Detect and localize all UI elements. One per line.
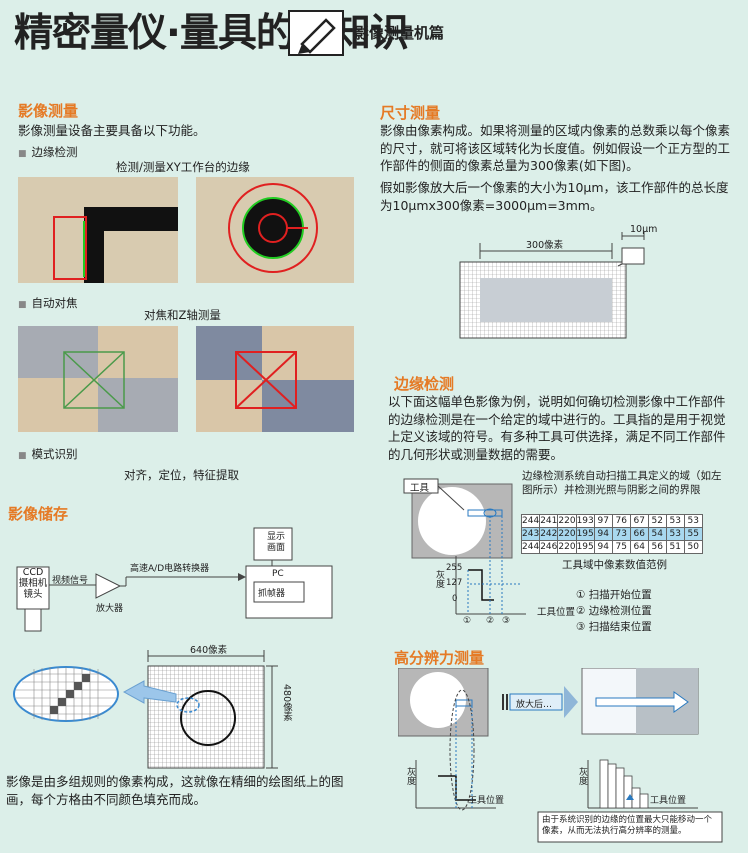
ccd-camera-label: CCD 摄相机 镜头 bbox=[18, 567, 48, 600]
table-cell: 64 bbox=[629, 540, 649, 554]
table-cell: 241 bbox=[539, 514, 559, 528]
scan-description: 边缘检测系统自动扫描工具定义的域（如左图所示）并检测光照与阴影之间的界限 bbox=[522, 470, 722, 496]
step-3: ③ 扫描结束位置 bbox=[576, 621, 652, 633]
focus-image-2 bbox=[196, 326, 354, 432]
autofocus-caption: 对焦和Z轴测量 bbox=[144, 308, 221, 322]
step-1: ① 扫描开始位置 bbox=[576, 589, 652, 601]
table-cell: 244 bbox=[520, 540, 541, 554]
table-cell: 55 bbox=[683, 527, 703, 541]
height-pixel-label: 480像素 bbox=[281, 684, 292, 722]
storage-diagram bbox=[16, 527, 333, 632]
step-2: ② 边缘检测位置 bbox=[576, 605, 652, 617]
pencil-icon bbox=[288, 10, 344, 56]
zoom-label: 放大后… bbox=[516, 700, 553, 710]
section-title-edge: 边缘检测 bbox=[394, 375, 455, 393]
table-cell: 53 bbox=[665, 527, 685, 541]
edge-description: 以下面这幅单色影像为例，说明如何确切检测影像中工作部件的边缘检测是在一个给定的域… bbox=[388, 394, 726, 462]
tool-position-label: 工具位置 bbox=[537, 607, 576, 618]
table-cell: 243 bbox=[520, 527, 541, 541]
adc-label: 高速A/D电路转换器 bbox=[130, 564, 210, 574]
table-cell: 76 bbox=[611, 514, 631, 528]
page-title: 精密量仪·量具的小知识 bbox=[14, 11, 409, 56]
table-cell: 75 bbox=[611, 540, 631, 554]
table-cell: 67 bbox=[629, 514, 649, 528]
table-cell: 51 bbox=[665, 540, 685, 554]
section-title-hires: 高分辨力测量 bbox=[394, 649, 485, 667]
page-subtitle: 影像测量机篇 bbox=[354, 24, 445, 42]
section-title-image-measure: 影像测量 bbox=[18, 102, 79, 120]
storage-description: 影像是由多组规则的像素构成，这就像在精细的绘图纸上的图画，每个方格由不同颜色填充… bbox=[6, 774, 344, 807]
width-pixel-label: 640像素 bbox=[190, 645, 228, 656]
table-caption: 工具域中像素数值范例 bbox=[562, 559, 667, 571]
edge-scan-diagram bbox=[403, 478, 526, 615]
section-title-size: 尺寸测量 bbox=[380, 104, 441, 122]
table-cell: 193 bbox=[575, 514, 595, 528]
y-tick-0: 0 bbox=[452, 594, 458, 604]
image-measure-intro: 影像测量设备主要具备以下功能。 bbox=[18, 123, 206, 138]
pattern-caption: 对齐，定位，特征提取 bbox=[124, 468, 239, 482]
y-tick-255: 255 bbox=[446, 563, 463, 573]
table-cell: 94 bbox=[593, 527, 613, 541]
video-signal-label: 视频信号 bbox=[52, 576, 89, 586]
hires-note: 由于系统识别的边缘的位置最大只能移动一个像素，从而无法执行高分辨率的测量。 bbox=[542, 815, 713, 836]
edge-detect-caption: 检测/测量XY工作台的边缘 bbox=[116, 160, 250, 174]
size-description-2: 假如影像放大后一个像素的大小为10μm，该工作部件的总长度为10μmx300像素… bbox=[380, 180, 729, 213]
scan-point-1: ① bbox=[463, 616, 472, 626]
bullet-icon: ■ bbox=[18, 300, 27, 310]
edge-detect-label-text: 边缘检测 bbox=[31, 145, 78, 159]
table-cell: 56 bbox=[647, 540, 667, 554]
size-description-1: 影像由像素构成。如果将测量的区域内像素的总数乘以每个像素的尺寸，就可将该区域转化… bbox=[380, 123, 731, 173]
edge-detect-image-1 bbox=[18, 177, 178, 283]
hires-tool-position-label-1: 工具位置 bbox=[468, 796, 505, 806]
table-cell: 242 bbox=[539, 527, 559, 541]
table-cell: 66 bbox=[629, 527, 649, 541]
pixel-grid-diagram bbox=[13, 650, 278, 769]
grabber-label: 抓帧器 bbox=[258, 589, 286, 599]
scan-point-3: ③ bbox=[502, 616, 511, 626]
pattern-label: ■ 模式识别 bbox=[18, 446, 78, 462]
scan-point-2: ② bbox=[486, 616, 495, 626]
bullet-icon: ■ bbox=[18, 149, 27, 159]
autofocus-label-text: 自动对焦 bbox=[31, 296, 78, 310]
pattern-label-text: 模式识别 bbox=[31, 447, 78, 461]
table-cell: 53 bbox=[683, 514, 703, 528]
pc-label: PC bbox=[272, 569, 284, 579]
table-cell: 94 bbox=[593, 540, 613, 554]
table-cell: 53 bbox=[665, 514, 685, 528]
tool-label: 工具 bbox=[410, 483, 430, 494]
focus-image-1 bbox=[18, 326, 178, 432]
table-cell: 244 bbox=[520, 514, 541, 528]
table-cell: 246 bbox=[539, 540, 559, 554]
gray-axis-label: 灰度 bbox=[434, 570, 444, 588]
table-cell: 195 bbox=[575, 540, 595, 554]
table-cell: 73 bbox=[611, 527, 631, 541]
table-cell: 220 bbox=[557, 527, 577, 541]
hires-diagram bbox=[398, 668, 723, 843]
display-label: 显示 画面 bbox=[266, 532, 285, 553]
pixel-count-label: 300像素 bbox=[526, 240, 564, 251]
table-cell: 54 bbox=[647, 527, 667, 541]
pixel-size-diagram bbox=[459, 232, 645, 339]
table-cell: 220 bbox=[557, 514, 577, 528]
amplifier-label: 放大器 bbox=[96, 604, 124, 614]
hires-tool-position-label-2: 工具位置 bbox=[650, 796, 687, 806]
bullet-icon: ■ bbox=[18, 451, 27, 461]
table-cell: 220 bbox=[557, 540, 577, 554]
table-cell: 195 bbox=[575, 527, 595, 541]
table-cell: 52 bbox=[647, 514, 667, 528]
hires-gray-axis-label: 灰度 bbox=[405, 767, 415, 785]
section-title-storage: 影像储存 bbox=[8, 505, 69, 523]
hires-gray-axis-label-2: 灰度 bbox=[577, 767, 587, 785]
autofocus-label: ■ 自动对焦 bbox=[18, 295, 78, 311]
y-tick-127: 127 bbox=[446, 578, 463, 588]
table-cell: 50 bbox=[683, 540, 703, 554]
edge-detect-label: ■ 边缘检测 bbox=[18, 144, 78, 160]
table-cell: 97 bbox=[593, 514, 613, 528]
micron-label: 10μm bbox=[630, 224, 658, 235]
edge-detect-image-2 bbox=[196, 177, 354, 283]
